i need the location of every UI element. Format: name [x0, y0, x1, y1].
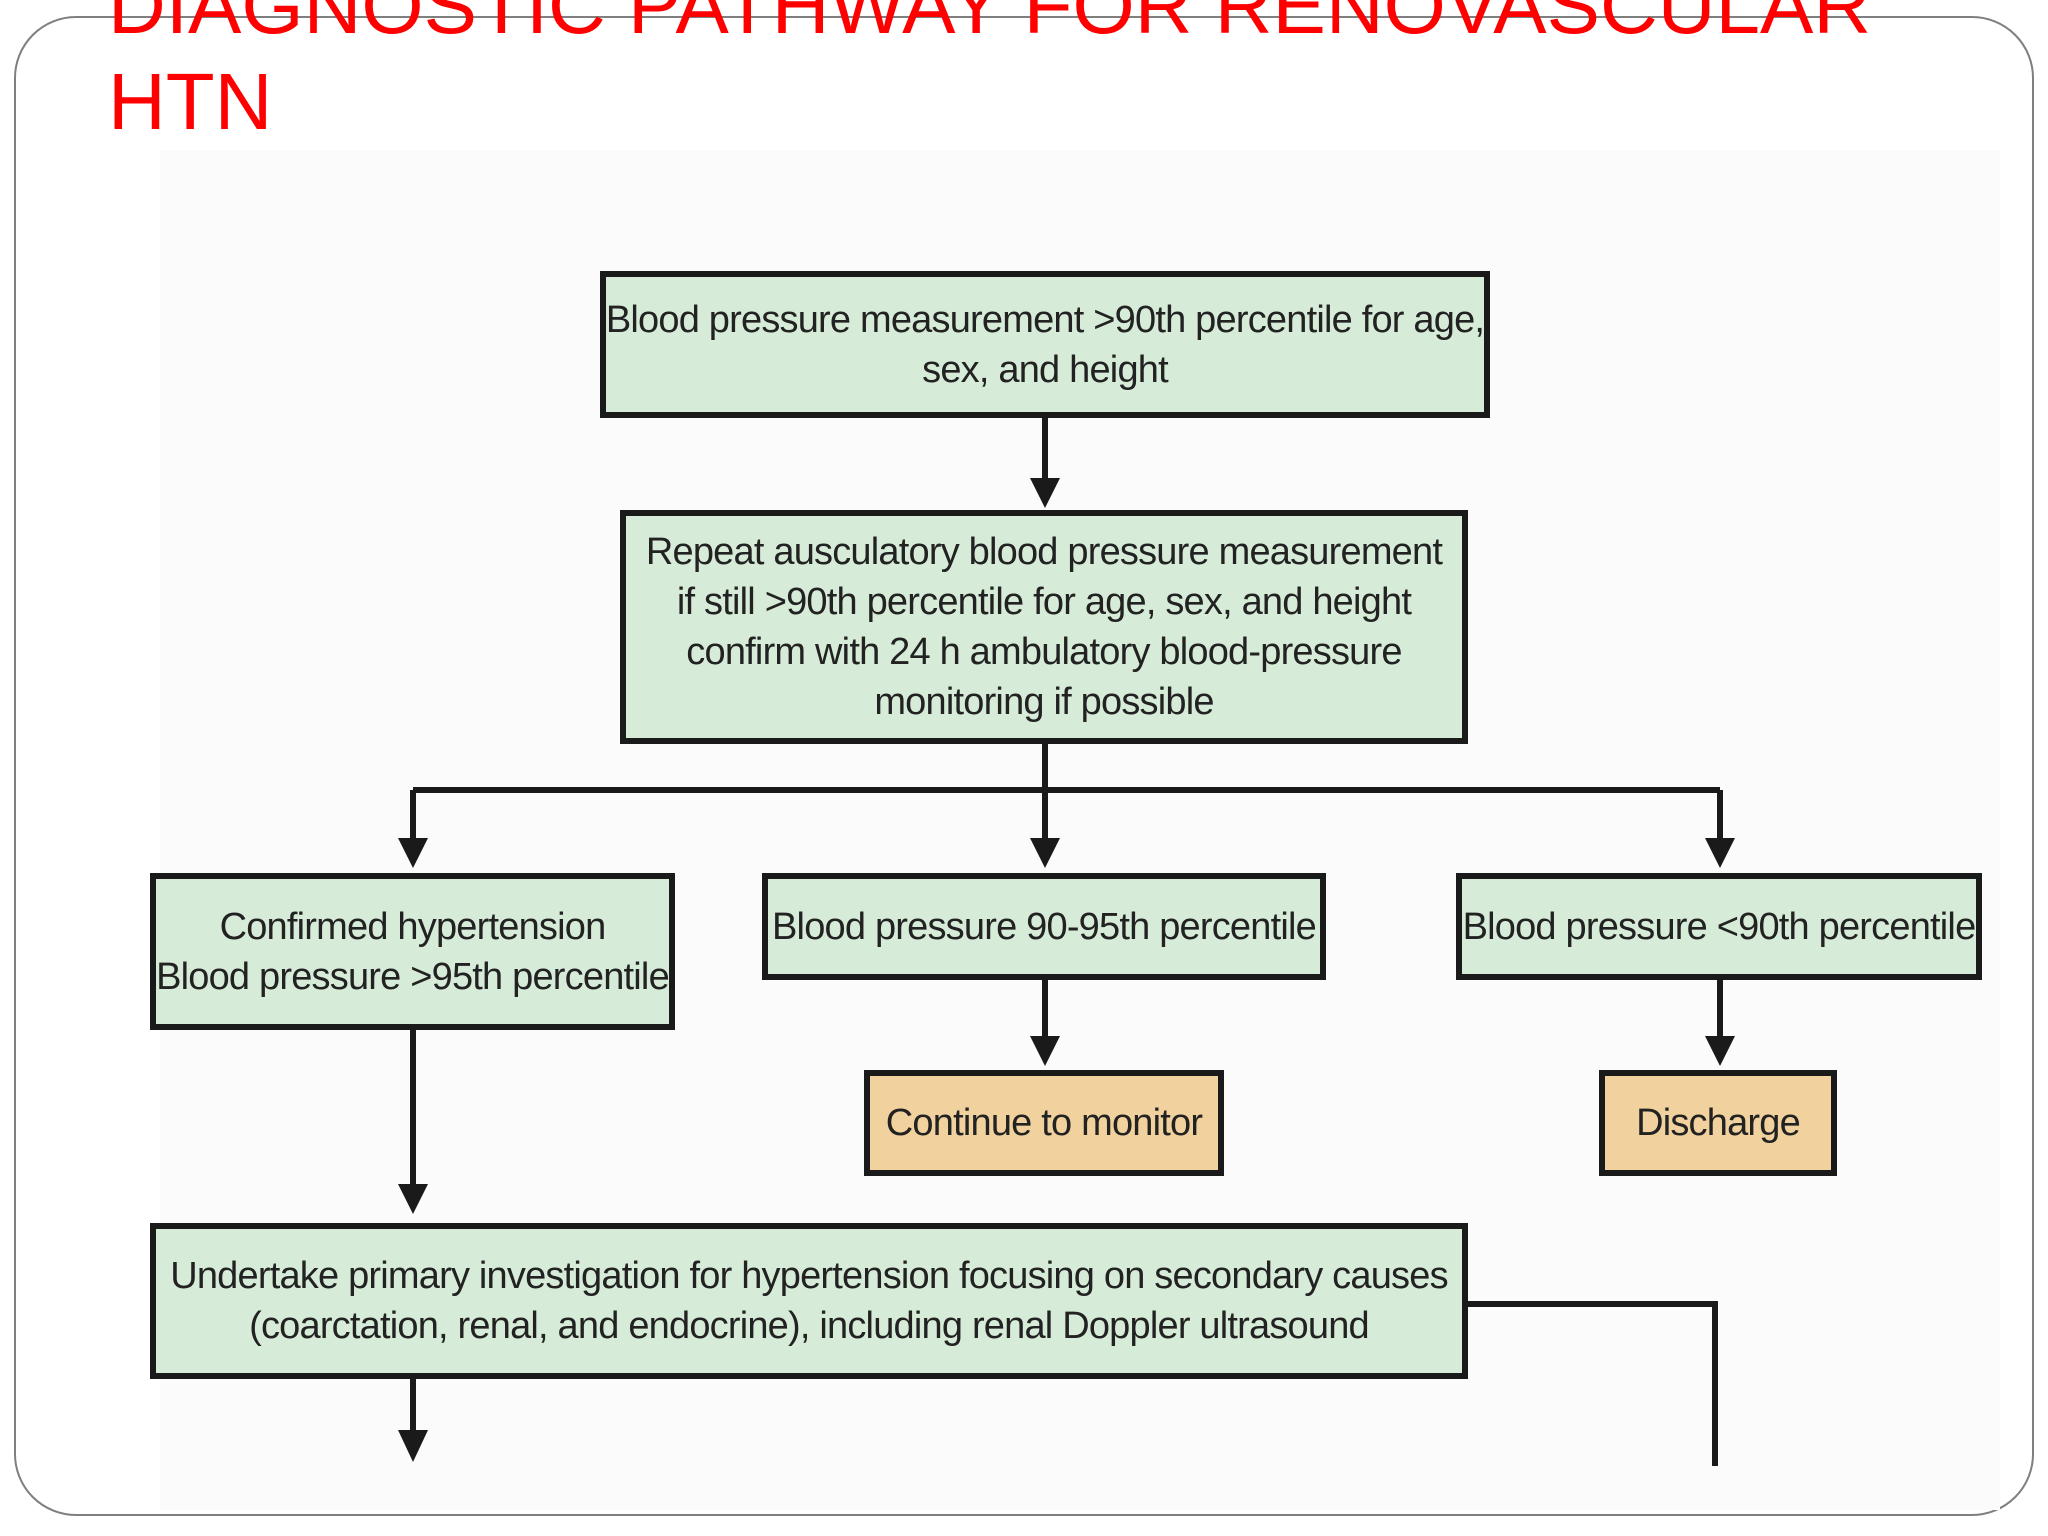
box-continue-to-monitor: Continue to monitor: [864, 1070, 1224, 1176]
box-line: Blood pressure 90-95th percentile: [772, 905, 1317, 948]
arrowhead-middle-to-monitor: [1030, 1036, 1060, 1066]
arrowhead-start-to-repeat: [1030, 478, 1060, 508]
box-line: Blood pressure <90th percentile: [1462, 905, 1977, 948]
box-line: Continue to monitor: [885, 1102, 1203, 1144]
box-discharge: Discharge: [1599, 1070, 1837, 1176]
box-line: Repeat ausculatory blood pressure measur…: [645, 531, 1443, 573]
box-line: sex, and height: [922, 348, 1169, 391]
box-line: confirm with 24 h ambulatory blood-press…: [686, 631, 1402, 673]
box-line: Confirmed hypertension: [219, 905, 607, 948]
box-line: Blood pressure measurement >90th percent…: [605, 298, 1485, 341]
arrowhead-right-to-discharge: [1705, 1036, 1735, 1066]
arrowhead-branch-right: [1705, 838, 1735, 868]
box-line: Blood pressure >95th percentile: [156, 955, 670, 998]
arrowhead-branch-left: [398, 838, 428, 868]
box-repeat-measurement: Repeat ausculatory blood pressure measur…: [620, 510, 1468, 744]
box-line: Discharge: [1636, 1102, 1801, 1144]
box-line: monitoring if possible: [874, 681, 1214, 723]
box-line: (coarctation, renal, and endocrine), inc…: [249, 1305, 1370, 1347]
box-primary-investigation: Undertake primary investigation for hype…: [150, 1223, 1468, 1379]
slide-title-line-2: HTN: [108, 57, 273, 146]
slide-title-line-1: DIAGNOSTIC PATHWAY FOR RENOVASCULAR: [108, 0, 1872, 50]
arrowhead-branch-middle: [1030, 838, 1060, 868]
slide-title: DIAGNOSTIC PATHWAY FOR RENOVASCULAR HTN: [108, 0, 2008, 150]
arrowhead-investigation-down: [398, 1430, 428, 1462]
arrowhead-confirmed-to-investigation: [398, 1184, 428, 1214]
box-line: Undertake primary investigation for hype…: [170, 1255, 1448, 1297]
box-bp-90-95: Blood pressure 90-95th percentile: [762, 873, 1326, 980]
box-bp-measurement-start: Blood pressure measurement >90th percent…: [600, 271, 1490, 418]
box-bp-below-90: Blood pressure <90th percentile: [1456, 873, 1982, 980]
box-confirmed-hypertension: Confirmed hypertension Blood pressure >9…: [150, 873, 675, 1030]
box-line: if still >90th percentile for age, sex, …: [676, 581, 1412, 623]
connector-investigation-right: [1466, 1301, 1718, 1466]
